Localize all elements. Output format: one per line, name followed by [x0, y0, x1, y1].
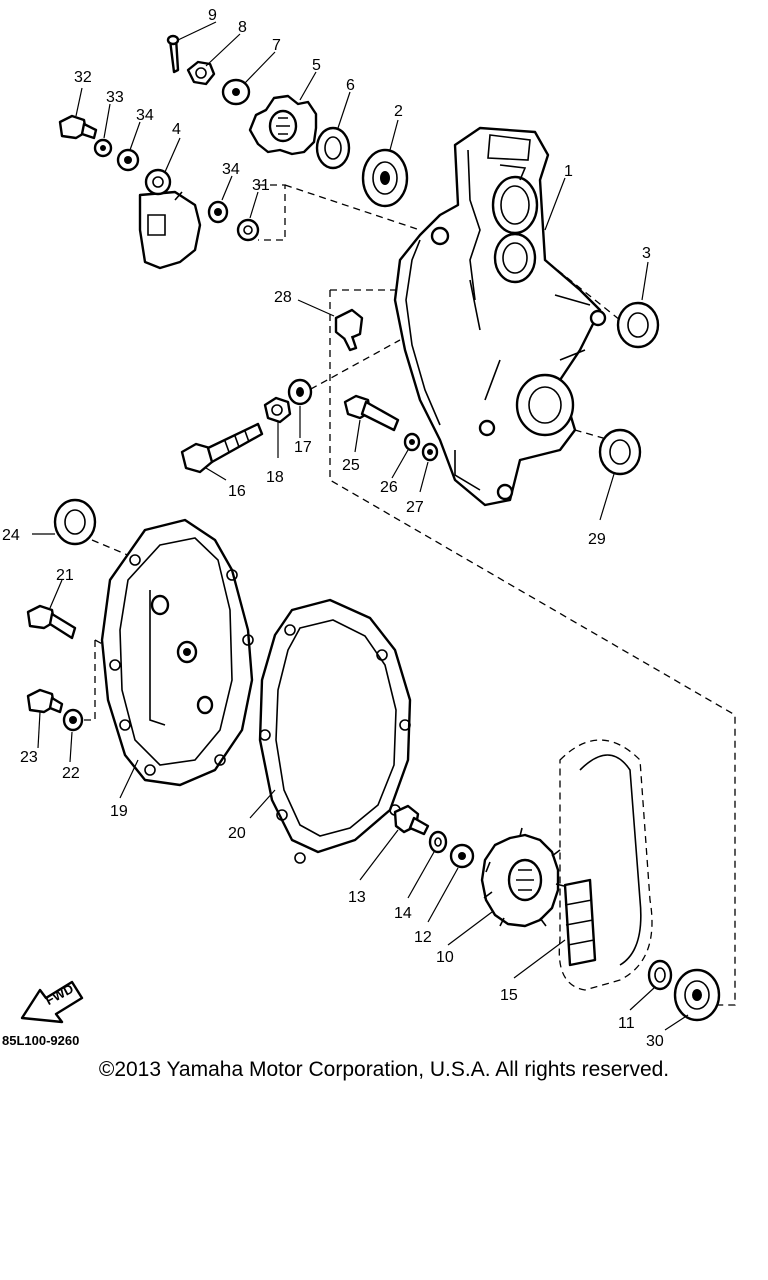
collar-11 [647, 959, 673, 991]
cover-19 [100, 518, 254, 787]
part-number-label: 20 [228, 825, 246, 842]
bolt-21 [26, 604, 77, 640]
bolt-16 [180, 422, 264, 474]
part-number-label: 18 [266, 469, 284, 486]
collar-31 [236, 218, 260, 242]
part-number-label: 28 [274, 289, 292, 306]
part-number-label: 21 [56, 567, 74, 584]
bearing-2 [361, 148, 409, 208]
washer-34-upper [116, 148, 140, 172]
part-number-label: 1 [564, 163, 573, 180]
part-number-label: 19 [110, 803, 128, 820]
washer-34-lower [207, 200, 229, 224]
part-number-label: 17 [294, 439, 312, 456]
part-number-label: 25 [342, 457, 360, 474]
oil-seal-3 [616, 301, 660, 349]
part-number-label: 11 [618, 1015, 635, 1032]
part-number-label: 14 [394, 905, 412, 922]
part-number-label: 12 [414, 929, 432, 946]
part-number-label: 27 [406, 499, 424, 516]
part-number-label: 2 [394, 103, 403, 120]
part-number-label: 29 [588, 531, 606, 548]
part-number-label: 7 [272, 37, 281, 54]
part-number-labels: 9 8 7 5 6 2 1 3 32 33 34 4 34 31 28 17 1… [2, 7, 664, 1050]
collar-6 [315, 126, 351, 170]
drawing-code: 85L100-9260 [2, 1033, 79, 1048]
bearing-30 [673, 968, 721, 1022]
leader-lines [32, 21, 689, 1031]
collar-14 [428, 830, 448, 854]
copyright-notice: ©2013 Yamaha Motor Corporation, U.S.A. A… [98, 1058, 670, 1081]
part-number-label: 33 [106, 89, 124, 106]
part-number-label: 26 [380, 479, 398, 496]
part-number-label: 9 [208, 7, 217, 24]
sprocket-5 [248, 94, 318, 156]
nut-8 [186, 60, 216, 86]
stud-13 [393, 804, 430, 836]
washer-27 [421, 442, 439, 462]
part-number-label: 31 [252, 177, 270, 194]
part-number-label: 34 [222, 161, 240, 178]
nut-18 [263, 396, 292, 424]
cotter-pin-9 [166, 34, 180, 74]
main-case-part [393, 126, 607, 507]
part-number-label: 10 [436, 949, 454, 966]
part-number-label: 34 [136, 107, 154, 124]
oil-seal-29 [598, 428, 642, 476]
bolt-32 [58, 114, 98, 140]
forward-arrow-icon: FWD [20, 980, 84, 1024]
chain-15 [558, 739, 653, 991]
part-number-label: 23 [20, 749, 38, 766]
tensioner-bracket-4 [138, 168, 202, 270]
part-number-label: 32 [74, 69, 92, 86]
part-number-label: 24 [2, 527, 20, 544]
bolt-25 [343, 394, 400, 432]
part-number-label: 3 [642, 245, 651, 262]
washer-12 [449, 843, 475, 869]
sprocket-10 [480, 827, 565, 928]
part-number-label: 13 [348, 889, 366, 906]
part-number-label: 4 [172, 121, 181, 138]
oil-seal-24 [53, 498, 97, 546]
part-number-label: 16 [228, 483, 246, 500]
part-number-label: 6 [346, 77, 355, 94]
part-number-label: 22 [62, 765, 80, 782]
part-number-label: 5 [312, 57, 321, 74]
exploded-parts-diagram: FWD [2, 7, 736, 1050]
washer-7 [221, 78, 251, 106]
part-number-label: 30 [646, 1033, 664, 1050]
breather-fitting-28 [334, 308, 364, 352]
part-number-label: 8 [238, 19, 247, 36]
washer-33 [93, 138, 113, 158]
bolt-23 [26, 688, 64, 714]
washer-26 [403, 432, 421, 452]
washer-22 [62, 708, 84, 732]
washer-17 [287, 378, 313, 406]
gasket-20 [258, 598, 412, 864]
part-number-label: 15 [500, 987, 518, 1004]
